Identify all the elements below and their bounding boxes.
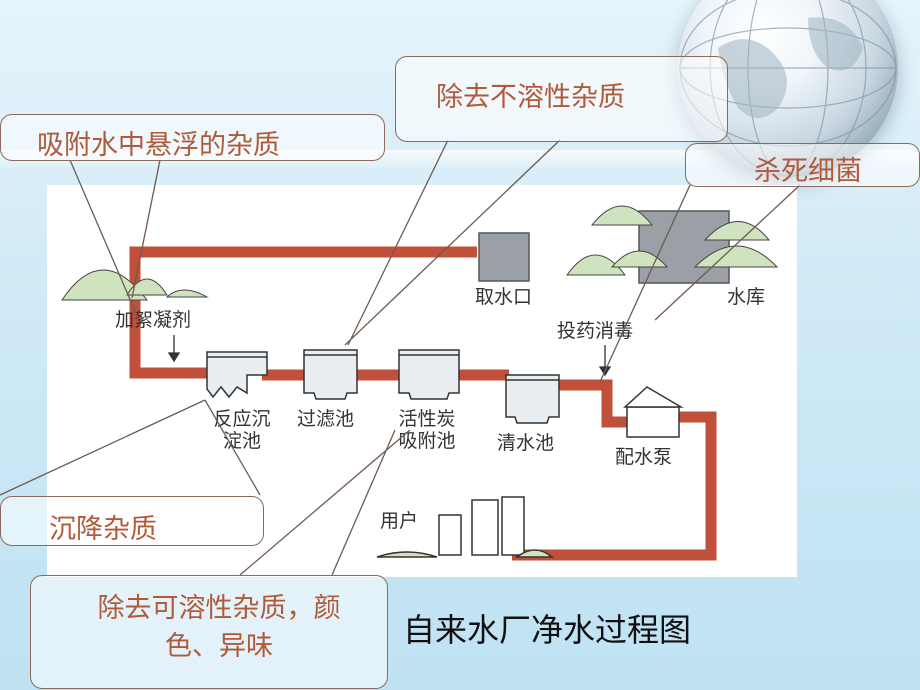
sediment-label: 反应沉淀池 (213, 408, 271, 452)
diagram-title: 自来水厂净水过程图 (403, 611, 692, 649)
disinfect-label: 投药消毒 (557, 320, 634, 342)
callout-insoluble: 除去不溶性杂质 (395, 56, 728, 142)
coagulant-label: 加絮凝剂 (115, 309, 192, 331)
filter-label: 过滤池 (297, 408, 355, 430)
users-label: 用户 (380, 510, 419, 532)
pump-label: 配水泵 (615, 446, 673, 468)
pump-house (623, 386, 684, 438)
reservoir-label: 水库 (727, 286, 766, 308)
carbon-label: 活性炭吸附池 (398, 408, 456, 452)
pipe-main (262, 369, 627, 428)
reservoir-icon (566, 205, 779, 284)
sediment-tank (206, 351, 268, 399)
callout-kill-bacteria: 杀死细菌 (685, 143, 920, 187)
user-buildings (376, 496, 555, 558)
pipe-out (512, 411, 717, 561)
carbon-tank (398, 349, 460, 400)
intake-label: 取水口 (475, 286, 533, 308)
clear-label: 清水池 (497, 432, 555, 454)
callout-settle: 沉降杂质 (0, 496, 264, 546)
callout-adsorb: 吸附水中悬浮的杂质 (0, 114, 385, 161)
filter-tank (303, 349, 358, 400)
intake-box (478, 232, 530, 282)
clear-tank (505, 374, 560, 424)
callout-soluble: 除去可溶性杂质，颜 色、异味 (30, 575, 388, 689)
